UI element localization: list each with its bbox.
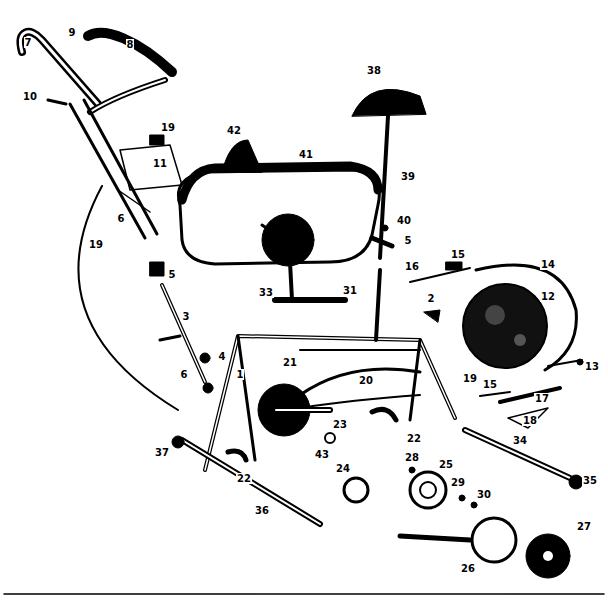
callout-number: 19 <box>88 239 104 250</box>
callout-number: 8 <box>126 39 135 50</box>
callout-number: 13 <box>584 361 600 372</box>
callout-number: 27 <box>576 521 592 532</box>
callout-number: 1 <box>236 369 245 380</box>
callout-number: 22 <box>236 473 252 484</box>
callout-number: 28 <box>404 452 420 463</box>
callout-number: 38 <box>366 65 382 76</box>
callout-number: 17 <box>534 393 550 404</box>
callout-number: 31 <box>342 285 358 296</box>
callout-number: 23 <box>332 419 348 430</box>
callout-number: 37 <box>154 447 170 458</box>
callout-number: 19 <box>160 122 176 133</box>
callout-number: 39 <box>400 171 416 182</box>
callout-number: 3 <box>182 311 191 322</box>
callout-number: 26 <box>460 563 476 574</box>
callout-number: 30 <box>476 489 492 500</box>
callout-number: 33 <box>258 287 274 298</box>
callout-number: 4 <box>218 351 227 362</box>
callout-number: 15 <box>450 249 466 260</box>
callout-number: 16 <box>404 261 420 272</box>
callout-number: 29 <box>450 477 466 488</box>
callout-number: 25 <box>438 459 454 470</box>
callout-number: 12 <box>540 291 556 302</box>
callout-number: 40 <box>396 215 412 226</box>
callout-number: 2 <box>427 293 436 304</box>
callout-number: 7 <box>24 37 33 48</box>
callout-number: 6 <box>180 369 189 380</box>
callout-number: 36 <box>254 505 270 516</box>
callout-number: 19 <box>462 373 478 384</box>
callout-number: 5 <box>404 235 413 246</box>
callout-number: 24 <box>335 463 351 474</box>
callout-number: 42 <box>226 125 242 136</box>
callout-number: 9 <box>68 27 77 38</box>
callout-number: 35 <box>582 475 598 486</box>
callout-number: 6 <box>117 213 126 224</box>
callout-number: 14 <box>540 259 556 270</box>
callout-number: 18 <box>522 415 538 426</box>
callout-number: 10 <box>22 91 38 102</box>
callout-number: 21 <box>282 357 298 368</box>
callout-number: 43 <box>314 449 330 460</box>
callout-number: 20 <box>358 375 374 386</box>
callout-number: 34 <box>512 435 528 446</box>
callout-number: 41 <box>298 149 314 160</box>
callout-number: 11 <box>152 158 168 169</box>
callout-number: 15 <box>482 379 498 390</box>
callout-number: 5 <box>168 269 177 280</box>
callout-number: 22 <box>406 433 422 444</box>
